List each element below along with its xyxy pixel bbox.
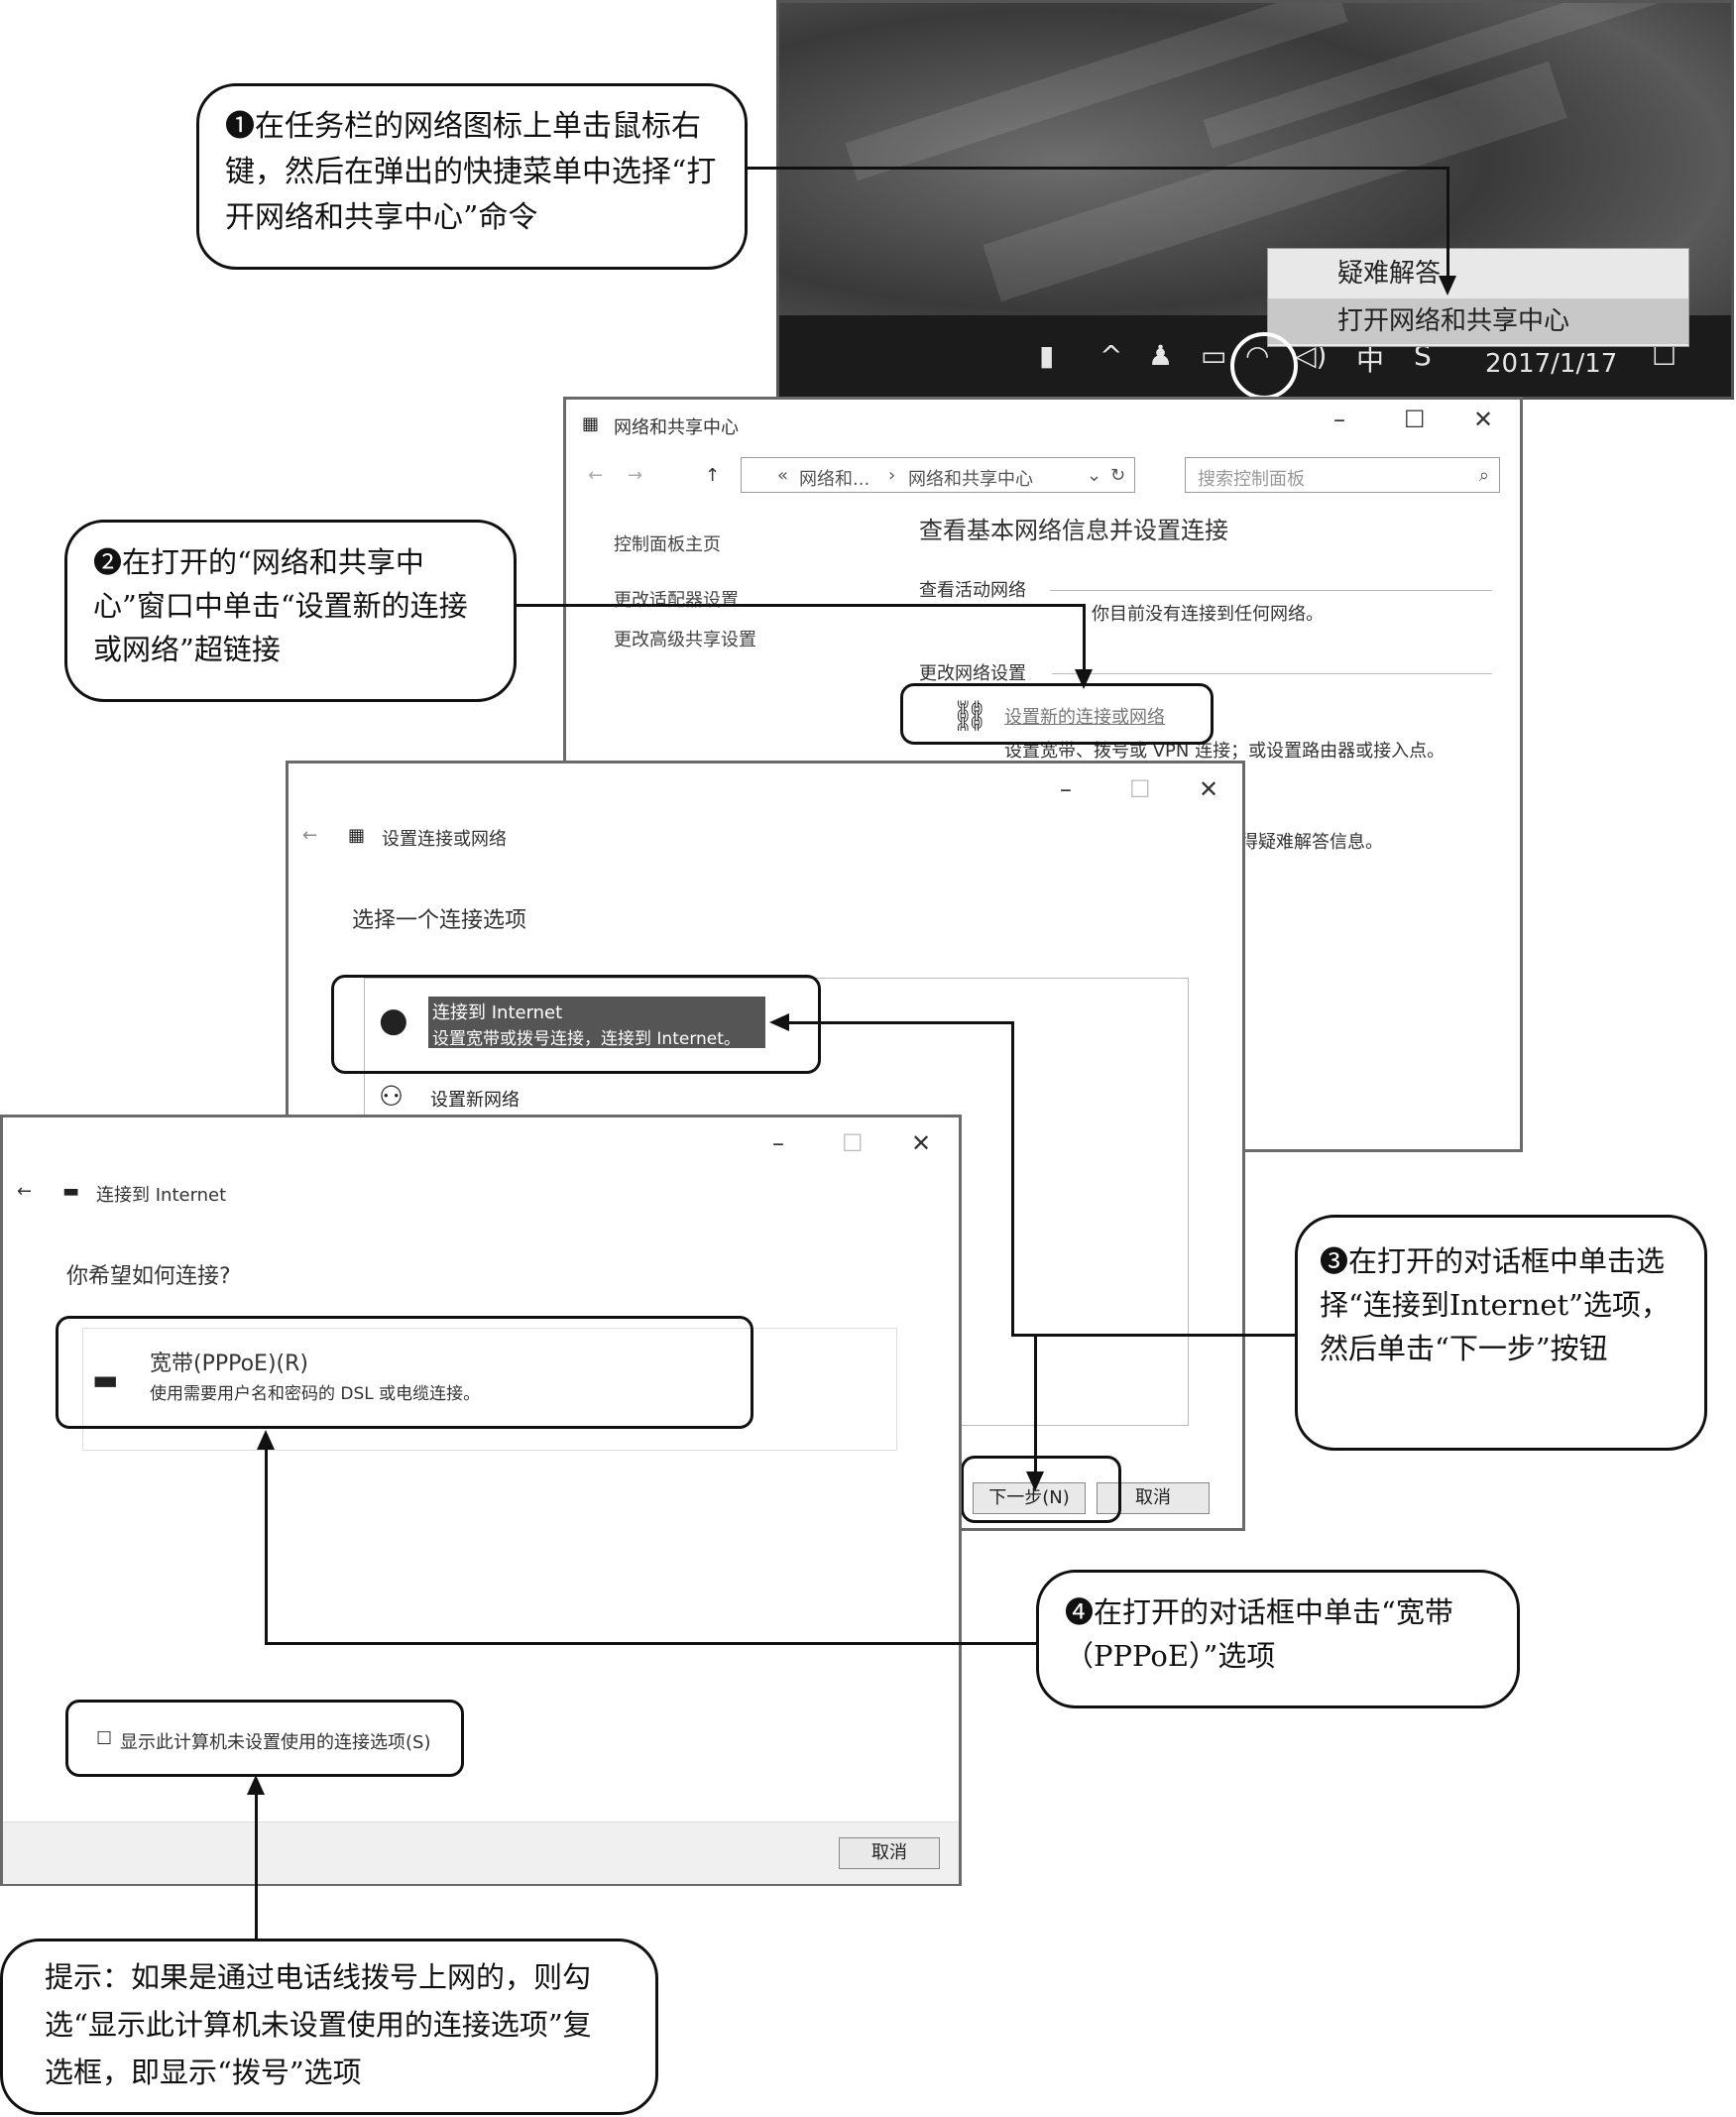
highlight-next-button bbox=[961, 1456, 1121, 1523]
search-input[interactable]: 搜索控制面板 ⌕ bbox=[1185, 457, 1500, 493]
menu-item-troubleshoot[interactable]: 疑难解答 bbox=[1337, 259, 1442, 289]
connector-line bbox=[255, 1793, 258, 1940]
callout-step3: ❸在打开的对话框中单击选择“连接到Internet”选项，然后单击“下一步”按钮 bbox=[1295, 1215, 1707, 1451]
back-icon[interactable]: ← bbox=[588, 465, 604, 486]
no-network-text: 你目前没有连接到任何网络。 bbox=[1092, 604, 1324, 625]
option-connect-internet[interactable]: 连接到 Internet 设置宽带或拨号连接，连接到 Internet。 bbox=[428, 997, 765, 1049]
arrow-icon bbox=[1439, 276, 1456, 295]
highlight-checkbox bbox=[65, 1700, 464, 1777]
wifi-icon-highlight bbox=[1230, 332, 1298, 400]
highlight-connect-internet bbox=[331, 975, 821, 1074]
back-icon[interactable]: ← bbox=[302, 825, 318, 846]
show-unused-options-checkbox[interactable]: ☐ bbox=[96, 1728, 113, 1749]
connector-line bbox=[1034, 1334, 1037, 1474]
arrow-icon bbox=[1026, 1471, 1044, 1491]
dialog-title: 连接到 Internet bbox=[96, 1185, 227, 1206]
sidebar-item-advanced-sharing[interactable]: 更改高级共享设置 bbox=[614, 630, 756, 650]
setup-connection-icon: ⛓ bbox=[951, 699, 989, 734]
maximize-button[interactable]: ☐ bbox=[1404, 406, 1426, 433]
connector-line bbox=[748, 167, 1448, 170]
close-button[interactable]: ✕ bbox=[1199, 775, 1219, 803]
option-broadband-desc: 使用需要用户名和密码的 DSL 或电缆连接。 bbox=[150, 1384, 481, 1404]
sidebar-item-adapter-settings[interactable]: 更改适配器设置 bbox=[614, 590, 739, 611]
battery-icon[interactable]: ▭ bbox=[1201, 339, 1227, 372]
option-title: 连接到 Internet bbox=[432, 1002, 563, 1023]
setup-desc: 设置宽带、拨号或 VPN 连接；或设置路由器或接入点。 bbox=[1004, 741, 1446, 762]
chevron-down-icon[interactable]: ⌄ bbox=[1087, 465, 1102, 486]
cancel-button[interactable]: 取消 bbox=[1097, 1482, 1210, 1514]
search-icon[interactable]: ⌕ bbox=[1478, 465, 1489, 486]
address-bar[interactable]: « 网络和... › 网络和共享中心 ⌄ ↻ bbox=[741, 457, 1135, 493]
setup-new-connection-link[interactable]: 设置新的连接或网络 bbox=[1004, 707, 1165, 728]
arrow-icon bbox=[257, 1430, 275, 1450]
usb-icon[interactable]: ▮ bbox=[1039, 339, 1055, 372]
minimize-button[interactable]: – bbox=[1333, 406, 1345, 433]
arrow-icon bbox=[769, 1013, 789, 1031]
callout-step2: ❷在打开的“网络和共享中心”窗口中单击“设置新的连接或网络”超链接 bbox=[64, 520, 517, 702]
breadcrumb-root[interactable]: 网络和... bbox=[799, 469, 870, 490]
highlight-pppoe-option bbox=[56, 1316, 753, 1429]
network-icon: ▦ bbox=[348, 825, 366, 846]
connector-line bbox=[1012, 1334, 1295, 1337]
option-new-network[interactable]: 设置新网络 bbox=[430, 1090, 520, 1111]
close-button[interactable]: ✕ bbox=[911, 1129, 932, 1157]
maximize-button[interactable]: ☐ bbox=[1129, 775, 1151, 803]
option-desc: 设置宽带或拨号连接，连接到 Internet。 bbox=[432, 1029, 741, 1049]
callout-step1: ❶在任务栏的网络图标上单击鼠标右键，然后在弹出的快捷菜单中选择“打开网络和共享中… bbox=[196, 83, 748, 270]
breadcrumb-current[interactable]: 网络和共享中心 bbox=[908, 469, 1033, 490]
modem-icon: ▬ bbox=[92, 1363, 119, 1396]
callout-tip: 提示：如果是通过电话线拨号上网的，则勾选“显示此计算机未设置使用的连接选项”复选… bbox=[0, 1939, 658, 2115]
minimize-button[interactable]: – bbox=[1060, 775, 1072, 803]
wizard-heading: 选择一个连接选项 bbox=[352, 908, 527, 933]
connector-line bbox=[788, 1021, 1014, 1024]
change-settings-label: 更改网络设置 bbox=[919, 663, 1026, 684]
close-button[interactable]: ✕ bbox=[1473, 406, 1494, 433]
show-unused-options-label[interactable]: 显示此计算机未设置使用的连接选项(S) bbox=[120, 1732, 431, 1753]
main-heading: 查看基本网络信息并设置连接 bbox=[919, 517, 1228, 544]
globe-icon: ● bbox=[379, 1000, 408, 1040]
window-title: 网络和共享中心 bbox=[614, 417, 739, 438]
dialog-footer bbox=[3, 1822, 959, 1884]
dialog-question: 你希望如何连接? bbox=[66, 1264, 231, 1289]
arrow-icon bbox=[247, 1775, 265, 1795]
maximize-button[interactable]: ☐ bbox=[842, 1129, 864, 1157]
connector-line bbox=[1011, 1021, 1014, 1337]
highlight-setup-link bbox=[900, 683, 1214, 745]
refresh-icon[interactable]: ↻ bbox=[1110, 465, 1126, 486]
sogou-icon[interactable]: S bbox=[1414, 339, 1432, 372]
router-icon: ⚇ bbox=[379, 1080, 405, 1113]
connector-line bbox=[517, 604, 1085, 607]
modem-icon: ▬ bbox=[62, 1181, 80, 1202]
connect-internet-window: – ☐ ✕ ← ▬ 连接到 Internet 你希望如何连接? ▬ 宽带(PPP… bbox=[0, 1115, 962, 1886]
troubleshoot-fragment: 得疑难解答信息。 bbox=[1240, 832, 1383, 853]
search-placeholder: 搜索控制面板 bbox=[1198, 469, 1305, 490]
up-icon[interactable]: ↑ bbox=[705, 465, 721, 486]
connector-line bbox=[265, 1448, 268, 1645]
cancel-button[interactable]: 取消 bbox=[839, 1837, 940, 1869]
wizard-title: 设置连接或网络 bbox=[382, 829, 507, 850]
clock-date[interactable]: 2017/1/17 bbox=[1485, 349, 1618, 379]
back-icon[interactable]: ← bbox=[17, 1181, 33, 1202]
arrow-icon bbox=[1075, 669, 1093, 689]
minimize-button[interactable]: – bbox=[772, 1129, 784, 1157]
chevron-up-icon[interactable]: ^ bbox=[1099, 339, 1123, 372]
active-networks-label: 查看活动网络 bbox=[919, 580, 1026, 601]
connection-options-list bbox=[82, 1328, 897, 1451]
connector-line bbox=[266, 1642, 1036, 1645]
forward-icon[interactable]: → bbox=[628, 465, 643, 486]
people-icon[interactable]: ♟ bbox=[1148, 339, 1174, 372]
ime-indicator[interactable]: 中 bbox=[1356, 344, 1385, 377]
option-broadband-pppoe[interactable]: 宽带(PPPoE)(R) bbox=[150, 1352, 308, 1376]
sidebar-item-control-panel-home[interactable]: 控制面板主页 bbox=[614, 534, 721, 555]
context-menu: 疑难解答 打开网络和共享中心 bbox=[1267, 248, 1689, 347]
network-icon: ▦ bbox=[582, 413, 600, 434]
menu-item-open-network-center[interactable]: 打开网络和共享中心 bbox=[1268, 298, 1688, 344]
callout-step4: ❹在打开的对话框中单击“宽带（PPPoE）”选项 bbox=[1036, 1570, 1520, 1708]
connector-line bbox=[1447, 167, 1449, 278]
connector-line bbox=[1083, 604, 1086, 671]
